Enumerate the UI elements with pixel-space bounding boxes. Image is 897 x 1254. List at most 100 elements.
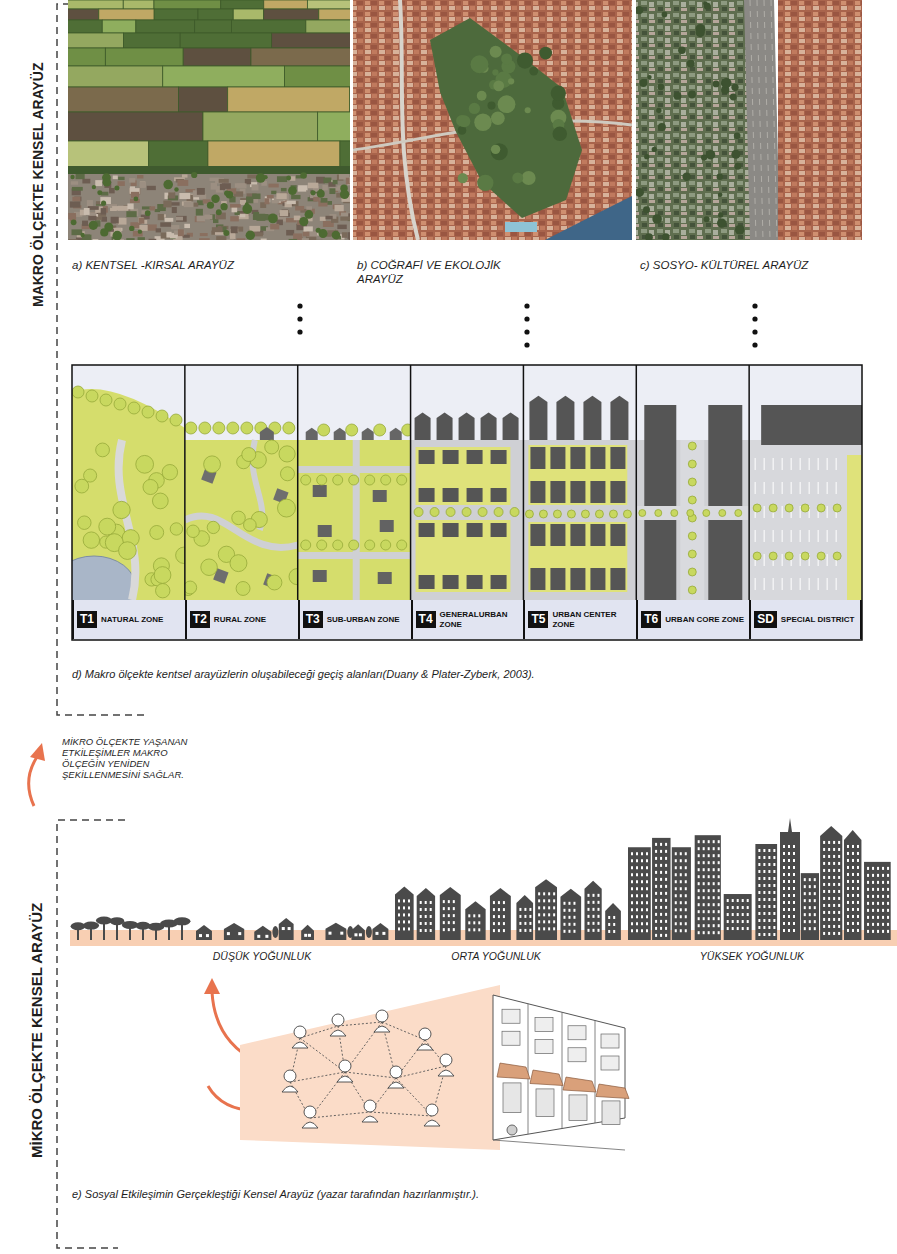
roof [298,187,306,192]
window [713,910,715,913]
window [857,873,859,876]
forest-canopy [525,107,531,113]
parking-stripe [827,482,828,494]
field [306,20,350,33]
tree [652,214,662,224]
window [847,866,849,869]
relation-line [290,1072,345,1082]
window [828,862,830,865]
person-head [339,1060,351,1072]
window [646,929,648,932]
building [491,575,507,589]
tree-canopy [430,508,439,517]
tree-canopy [397,475,407,485]
window [773,863,775,866]
window [304,934,307,937]
facade-division [528,1004,529,1134]
window [655,871,657,874]
highway [744,0,780,240]
window [877,902,879,905]
tree-canopy [639,510,646,517]
window [227,932,230,935]
window [857,894,859,897]
window [708,840,710,843]
lot [847,455,862,600]
tree [316,228,321,233]
window [838,925,840,928]
building [467,575,483,589]
tree-canopy [72,386,84,398]
caption-label: b) COĞRAFİ VE EKOLOJİK ARAYÜZ [357,258,542,287]
building [590,524,605,546]
window [641,901,643,904]
caption-label: d) Makro ölçekte kentsel arayüzlerin olu… [72,668,857,682]
window [535,1018,553,1032]
tree-canopy [688,532,696,540]
window [660,920,662,923]
window [768,849,770,852]
window [592,929,594,932]
roof [139,218,145,224]
window [453,914,455,917]
window [833,841,835,844]
forest-canopy [501,53,512,64]
window [833,876,835,879]
tree-canopy [688,496,696,504]
field [233,9,263,20]
tree-canopy [236,581,250,595]
tree-canopy [785,504,793,512]
tree [311,190,316,195]
caption-label: DÜŞÜK YOĞUNLUK [213,950,311,963]
forest-canopy [492,69,498,75]
facade [493,995,625,1140]
window [563,916,565,919]
zone-label: SDSPECIAL DISTRICT [749,600,862,639]
window [828,904,830,907]
roof [126,238,134,240]
tree-canopy [414,508,423,517]
roof [118,177,124,180]
roof [255,214,265,219]
tree [300,172,307,179]
building [443,523,459,537]
person-body [424,1120,440,1126]
window [698,875,700,878]
tree [288,186,297,195]
person-head [364,1100,376,1112]
tree-crown [366,926,372,938]
window [543,899,545,902]
tree [286,176,291,181]
roof [268,184,278,188]
window [636,922,638,925]
roof [295,206,304,210]
window [685,894,687,897]
window [631,880,633,883]
tree-canopy [265,440,279,454]
window [763,933,765,936]
window [631,873,633,876]
forest-canopy [498,95,516,113]
shop-window [569,1095,587,1121]
townhouse [440,887,461,940]
window [382,932,385,935]
tower [644,405,676,600]
window [420,929,422,932]
tree-canopy [150,525,164,539]
window [804,899,806,902]
tree-canopy [113,501,130,518]
tree [246,231,255,240]
window [788,929,790,932]
window [823,890,825,893]
tree-canopy [301,475,311,485]
window [680,922,682,925]
window [430,901,432,904]
roof [176,217,183,221]
roof [71,181,78,185]
window [828,918,830,921]
water [545,196,632,240]
tree [678,46,686,54]
field [264,0,308,9]
relation-line [370,1112,432,1116]
window [773,933,775,936]
window [403,906,405,909]
